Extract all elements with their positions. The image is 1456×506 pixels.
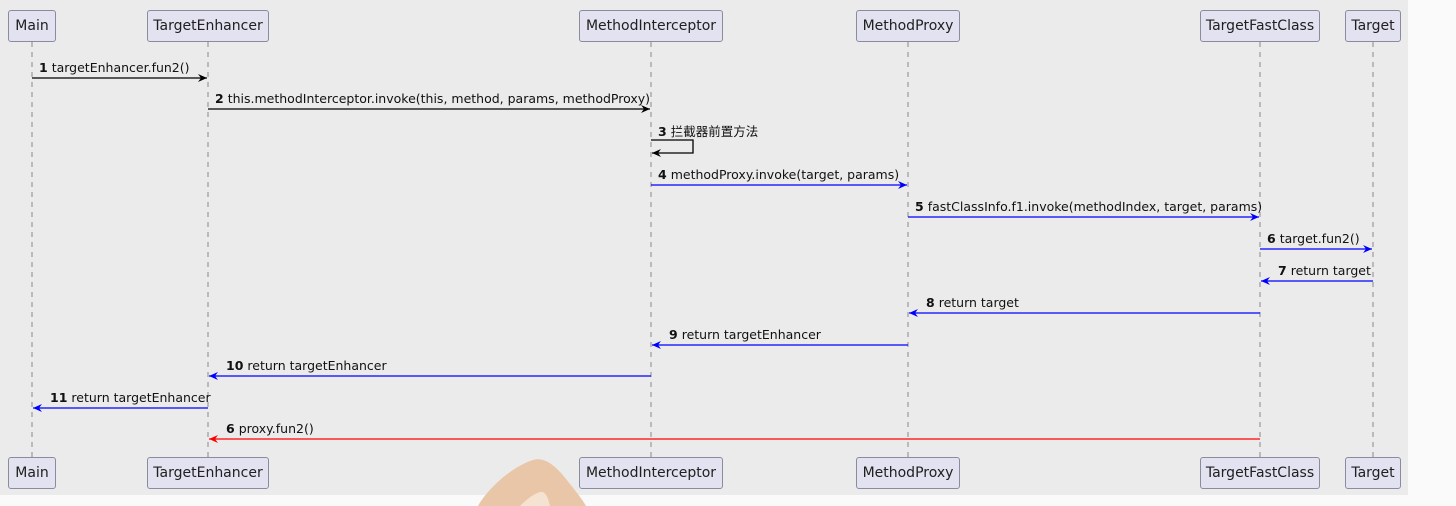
message-text: return targetEnhancer xyxy=(681,327,821,342)
message-number: 10 xyxy=(226,358,244,373)
message-number: 4 xyxy=(658,167,667,182)
message-number: 8 xyxy=(926,295,935,310)
participant-targetFastClass-top: TargetFastClass xyxy=(1200,10,1320,42)
message-text: return target xyxy=(938,295,1019,310)
participant-methodProxy-top: MethodProxy xyxy=(856,10,960,42)
message-text: fastClassInfo.f1.invoke(methodIndex, tar… xyxy=(927,199,1263,214)
message-arrow-3 xyxy=(651,139,694,157)
message-text: return targetEnhancer xyxy=(71,390,211,405)
participant-target-bottom: Target xyxy=(1345,457,1401,489)
message-text: targetEnhancer.fun2() xyxy=(51,60,190,75)
skin-tone-overlay-shape xyxy=(478,459,586,506)
message-text: methodProxy.invoke(target, params) xyxy=(670,167,900,182)
message-number: 7 xyxy=(1278,263,1287,278)
message-text: proxy.fun2() xyxy=(238,421,314,436)
message-text: return target xyxy=(1290,263,1371,278)
message-number: 1 xyxy=(39,60,48,75)
participant-targetEnhancer-bottom: TargetEnhancer xyxy=(147,457,269,489)
message-number: 11 xyxy=(50,390,68,405)
participant-methodProxy-bottom: MethodProxy xyxy=(856,457,960,489)
message-number: 2 xyxy=(215,91,224,106)
participant-methodInterceptor-top: MethodInterceptor xyxy=(579,10,723,42)
message-number: 5 xyxy=(915,199,924,214)
participant-main-top: Main xyxy=(8,10,56,42)
participant-methodInterceptor-bottom: MethodInterceptor xyxy=(579,457,723,489)
participant-targetFastClass-bottom: TargetFastClass xyxy=(1200,457,1320,489)
message-number: 6 xyxy=(1267,231,1276,246)
diagram-canvas xyxy=(31,42,1374,457)
message-text: 拦截器前置方法 xyxy=(670,124,759,139)
message-text: target.fun2() xyxy=(1279,231,1360,246)
participant-main-bottom: Main xyxy=(8,457,56,489)
message-text: return targetEnhancer xyxy=(247,358,387,373)
message-number: 9 xyxy=(669,327,678,342)
participant-target-top: Target xyxy=(1345,10,1401,42)
message-number: 6 xyxy=(226,421,235,436)
message-number: 3 xyxy=(658,124,667,139)
participant-targetEnhancer-top: TargetEnhancer xyxy=(147,10,269,42)
message-text: this.methodInterceptor.invoke(this, meth… xyxy=(227,91,651,106)
